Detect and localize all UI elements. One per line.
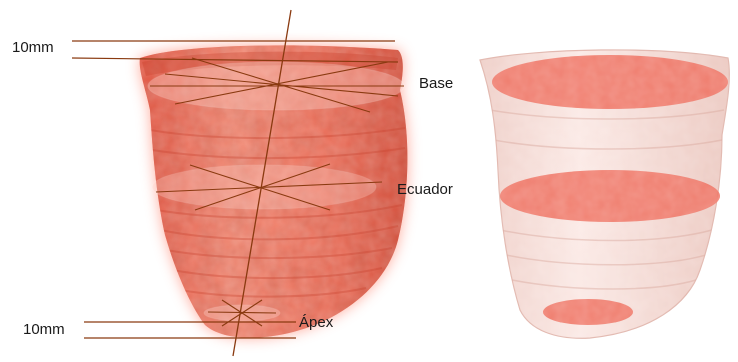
ghost-apex-slice-texture bbox=[543, 299, 633, 325]
equator-label: Ecuador bbox=[397, 181, 453, 198]
base-label: Base bbox=[419, 75, 453, 92]
ghost-heart-model bbox=[470, 40, 738, 350]
ghost-equator-slice-texture bbox=[500, 170, 720, 222]
top-thickness-label: 10mm bbox=[12, 39, 54, 56]
apex-label: Ápex bbox=[299, 314, 333, 331]
ghost-base-slice-texture bbox=[492, 55, 728, 109]
solid-heart-model bbox=[72, 10, 420, 356]
bottom-thickness-label: 10mm bbox=[23, 321, 65, 338]
